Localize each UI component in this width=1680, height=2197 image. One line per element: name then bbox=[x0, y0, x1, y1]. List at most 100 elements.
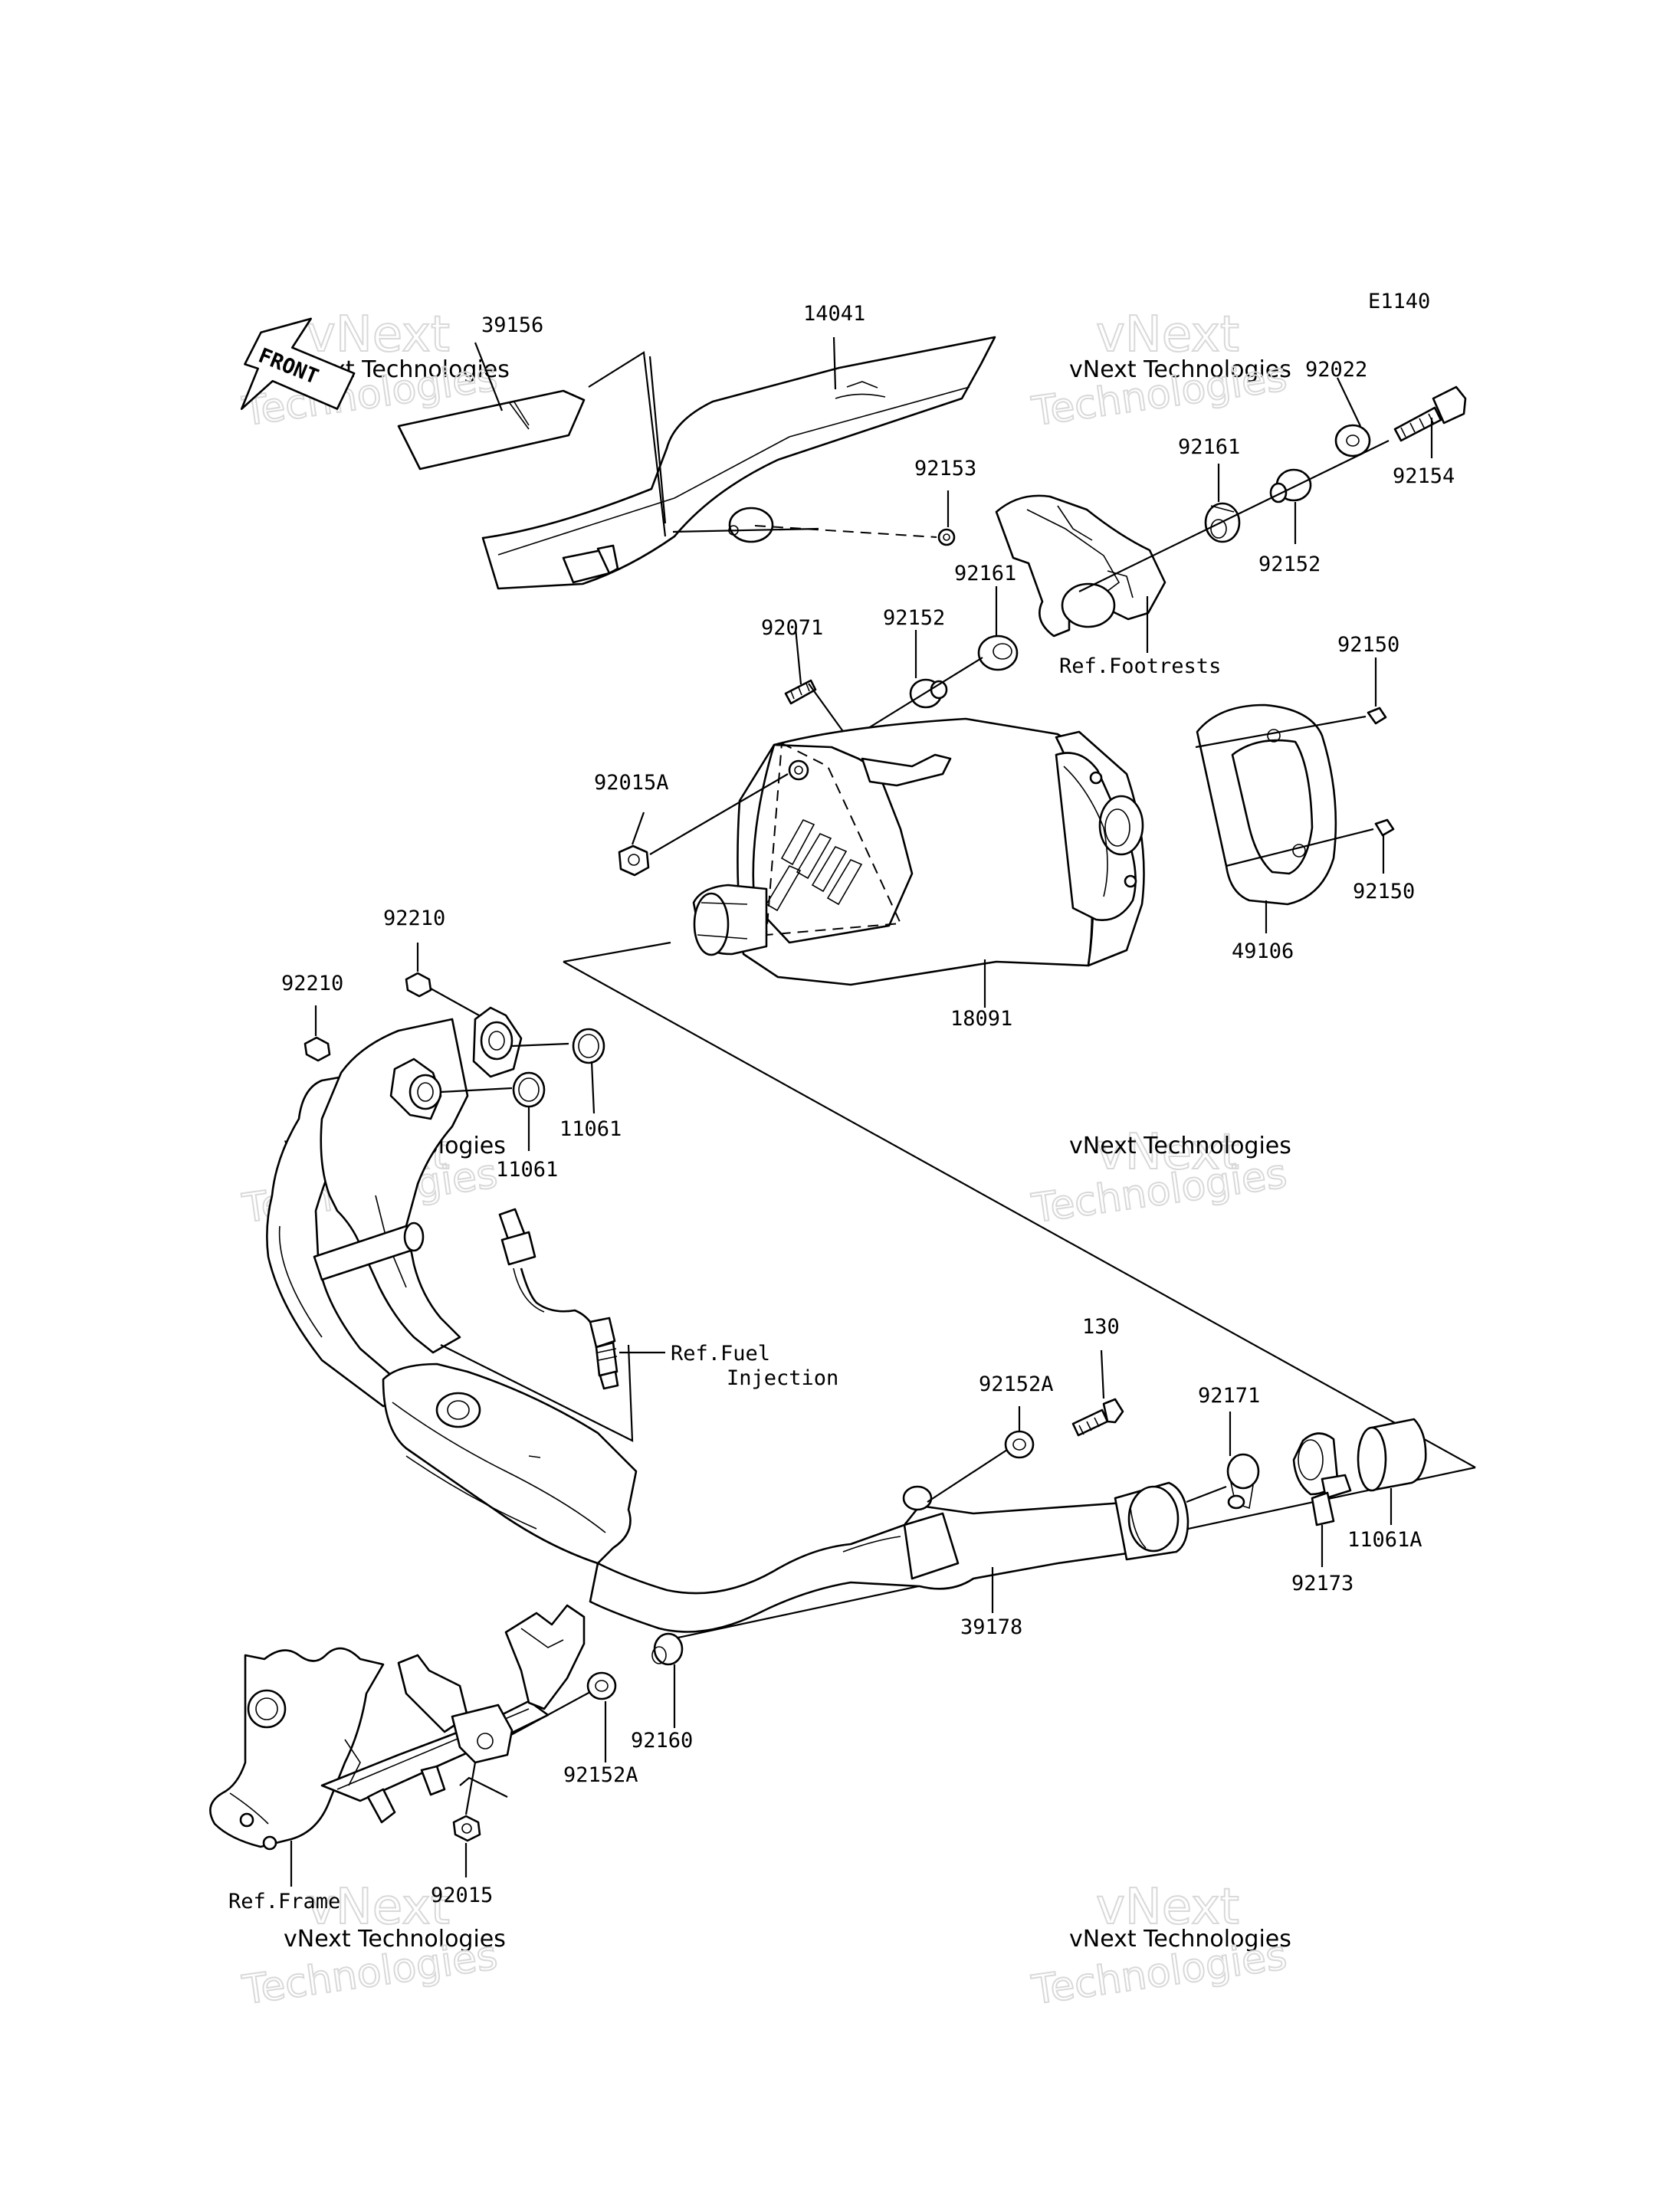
label-92015A: 92015A bbox=[594, 771, 669, 795]
axis-92150-lower bbox=[1226, 828, 1374, 867]
axis-92150-upper bbox=[1195, 715, 1367, 749]
ref-footrest-bracket bbox=[995, 494, 1166, 638]
label-18091: 18091 bbox=[950, 1007, 1012, 1031]
part-11061-gasket-lower bbox=[512, 1071, 546, 1108]
axis-92153 bbox=[754, 525, 937, 538]
axis-92152A-lower bbox=[509, 1691, 591, 1736]
part-92150-screw-upper bbox=[1367, 707, 1387, 725]
watermark-vnext-text: vNext bbox=[307, 1879, 450, 1936]
axis-upper-mount bbox=[1078, 440, 1390, 592]
leader-92071 bbox=[794, 628, 802, 685]
label-ref-frame: Ref.Frame bbox=[228, 1890, 340, 1913]
part-92171-clamp bbox=[1226, 1453, 1260, 1510]
part-92015A-nut bbox=[618, 844, 650, 877]
leader-14041-top bbox=[832, 336, 837, 390]
leader-92015A bbox=[631, 812, 645, 845]
label-92153: 92153 bbox=[914, 457, 976, 480]
label-92071: 92071 bbox=[761, 616, 823, 640]
axis-92015A bbox=[649, 773, 789, 855]
leader-92022 bbox=[1337, 377, 1361, 427]
label-11061-upper: 11061 bbox=[559, 1117, 622, 1141]
axis-muffler-link-left bbox=[563, 941, 671, 963]
leader-11061-upper bbox=[590, 1061, 596, 1114]
watermark-company-text: vNext Technologies bbox=[1069, 1926, 1291, 1953]
part-92152A-collar-lower bbox=[586, 1671, 617, 1700]
label-ref-injection: Injection bbox=[727, 1366, 838, 1390]
label-92150-upper: 92150 bbox=[1337, 633, 1399, 657]
part-11061A-sleeve bbox=[1357, 1418, 1427, 1492]
part-92161-lower-bushing bbox=[977, 635, 1019, 671]
watermark-company-text: vNext Technologies bbox=[1069, 1133, 1291, 1159]
label-92152A-lower: 92152A bbox=[563, 1763, 638, 1787]
label-92173: 92173 bbox=[1291, 1572, 1354, 1595]
label-92022: 92022 bbox=[1305, 358, 1367, 382]
axis-muffler-link-right bbox=[563, 961, 1476, 1468]
axis-11061-upper bbox=[511, 1042, 569, 1048]
label-11061-lower: 11061 bbox=[496, 1158, 558, 1182]
label-92210-lower: 92210 bbox=[281, 972, 343, 995]
axis-92171 bbox=[1186, 1485, 1227, 1503]
watermark-vnext-text: vNext bbox=[1096, 1879, 1239, 1936]
label-39156: 39156 bbox=[481, 313, 543, 337]
watermark-mid-right: vNext vNext Technologies Technologies bbox=[1028, 1123, 1291, 1233]
label-92152A-upper: 92152A bbox=[979, 1372, 1054, 1396]
part-18091-muffler bbox=[692, 717, 1145, 986]
watermark-bottom-right: vNext vNext Technologies Technologies bbox=[1028, 1878, 1291, 2015]
part-flange-upper bbox=[472, 1006, 523, 1078]
axis-92015 bbox=[464, 1762, 477, 1815]
label-92210-upper: 92210 bbox=[383, 907, 445, 930]
part-labels: 14041 39156 92153 92022 92154 92161 9215… bbox=[228, 302, 1455, 1913]
label-92154: 92154 bbox=[1393, 464, 1455, 488]
part-92210-nut-upper bbox=[405, 972, 432, 998]
label-92161-upper: 92161 bbox=[1178, 435, 1240, 459]
leader-130 bbox=[1100, 1349, 1105, 1399]
part-92150-screw-lower bbox=[1374, 818, 1395, 837]
label-130: 130 bbox=[1082, 1315, 1120, 1339]
part-14041-side-cover bbox=[481, 336, 996, 590]
label-92161-lower: 92161 bbox=[954, 562, 1016, 585]
label-92152-upper: 92152 bbox=[1258, 553, 1321, 576]
leader-39156 bbox=[474, 342, 504, 412]
watermark-vnext-text: vNext bbox=[1096, 1124, 1239, 1181]
watermark-company-text: vNext Technologies bbox=[284, 1926, 506, 1953]
label-ref-fuel: Ref.Fuel bbox=[671, 1342, 770, 1366]
watermark-company-text: vNext Technologies bbox=[1069, 356, 1291, 383]
part-92015-nut bbox=[452, 1815, 481, 1842]
leader-39156-bracket bbox=[588, 351, 667, 537]
part-92153-grommet bbox=[937, 528, 956, 546]
part-92173-clamp bbox=[1292, 1432, 1352, 1526]
diagram-code: E1140 bbox=[1368, 290, 1430, 313]
part-92154-bolt bbox=[1393, 385, 1467, 442]
label-11061A: 11061A bbox=[1347, 1528, 1422, 1552]
part-92071-spring bbox=[784, 679, 817, 705]
watermark-vnext-text: vNext bbox=[307, 307, 450, 363]
axis-11061-lower bbox=[440, 1087, 513, 1094]
axis-lower-mount bbox=[861, 657, 983, 733]
part-92160-grommet bbox=[651, 1632, 684, 1666]
label-92152-lower: 92152 bbox=[883, 606, 945, 630]
leader-14041 bbox=[648, 356, 667, 524]
label-39178: 39178 bbox=[960, 1615, 1022, 1639]
part-92152-upper-collar bbox=[1269, 468, 1312, 503]
label-92160: 92160 bbox=[631, 1729, 693, 1753]
dashed-heatshield-outline bbox=[765, 742, 902, 936]
part-49106-end-cover bbox=[1196, 703, 1337, 906]
part-130-bolt bbox=[1071, 1398, 1124, 1437]
part-92152A-collar-upper bbox=[1004, 1430, 1035, 1459]
ref-fuel-bracket bbox=[440, 1344, 634, 1442]
leader-14041-bolt bbox=[672, 527, 819, 533]
axis-92210-upper bbox=[430, 988, 480, 1016]
part-flange-lower bbox=[389, 1058, 442, 1120]
part-39178-exhaust-pipe bbox=[266, 1018, 1189, 1633]
ref-frame-bracket bbox=[459, 1776, 508, 1798]
part-39156-label-sticker bbox=[397, 389, 586, 471]
label-14041: 14041 bbox=[803, 302, 865, 326]
label-92150-lower: 92150 bbox=[1353, 880, 1415, 903]
part-92022-washer bbox=[1334, 424, 1371, 457]
label-92171: 92171 bbox=[1198, 1384, 1260, 1408]
watermark-top-right: vNext vNext Technologies Technologies bbox=[1028, 306, 1291, 436]
label-ref-footrests: Ref.Footrests bbox=[1059, 654, 1221, 678]
ref-frame bbox=[209, 1604, 586, 1851]
part-11061-gasket-upper bbox=[572, 1028, 605, 1064]
